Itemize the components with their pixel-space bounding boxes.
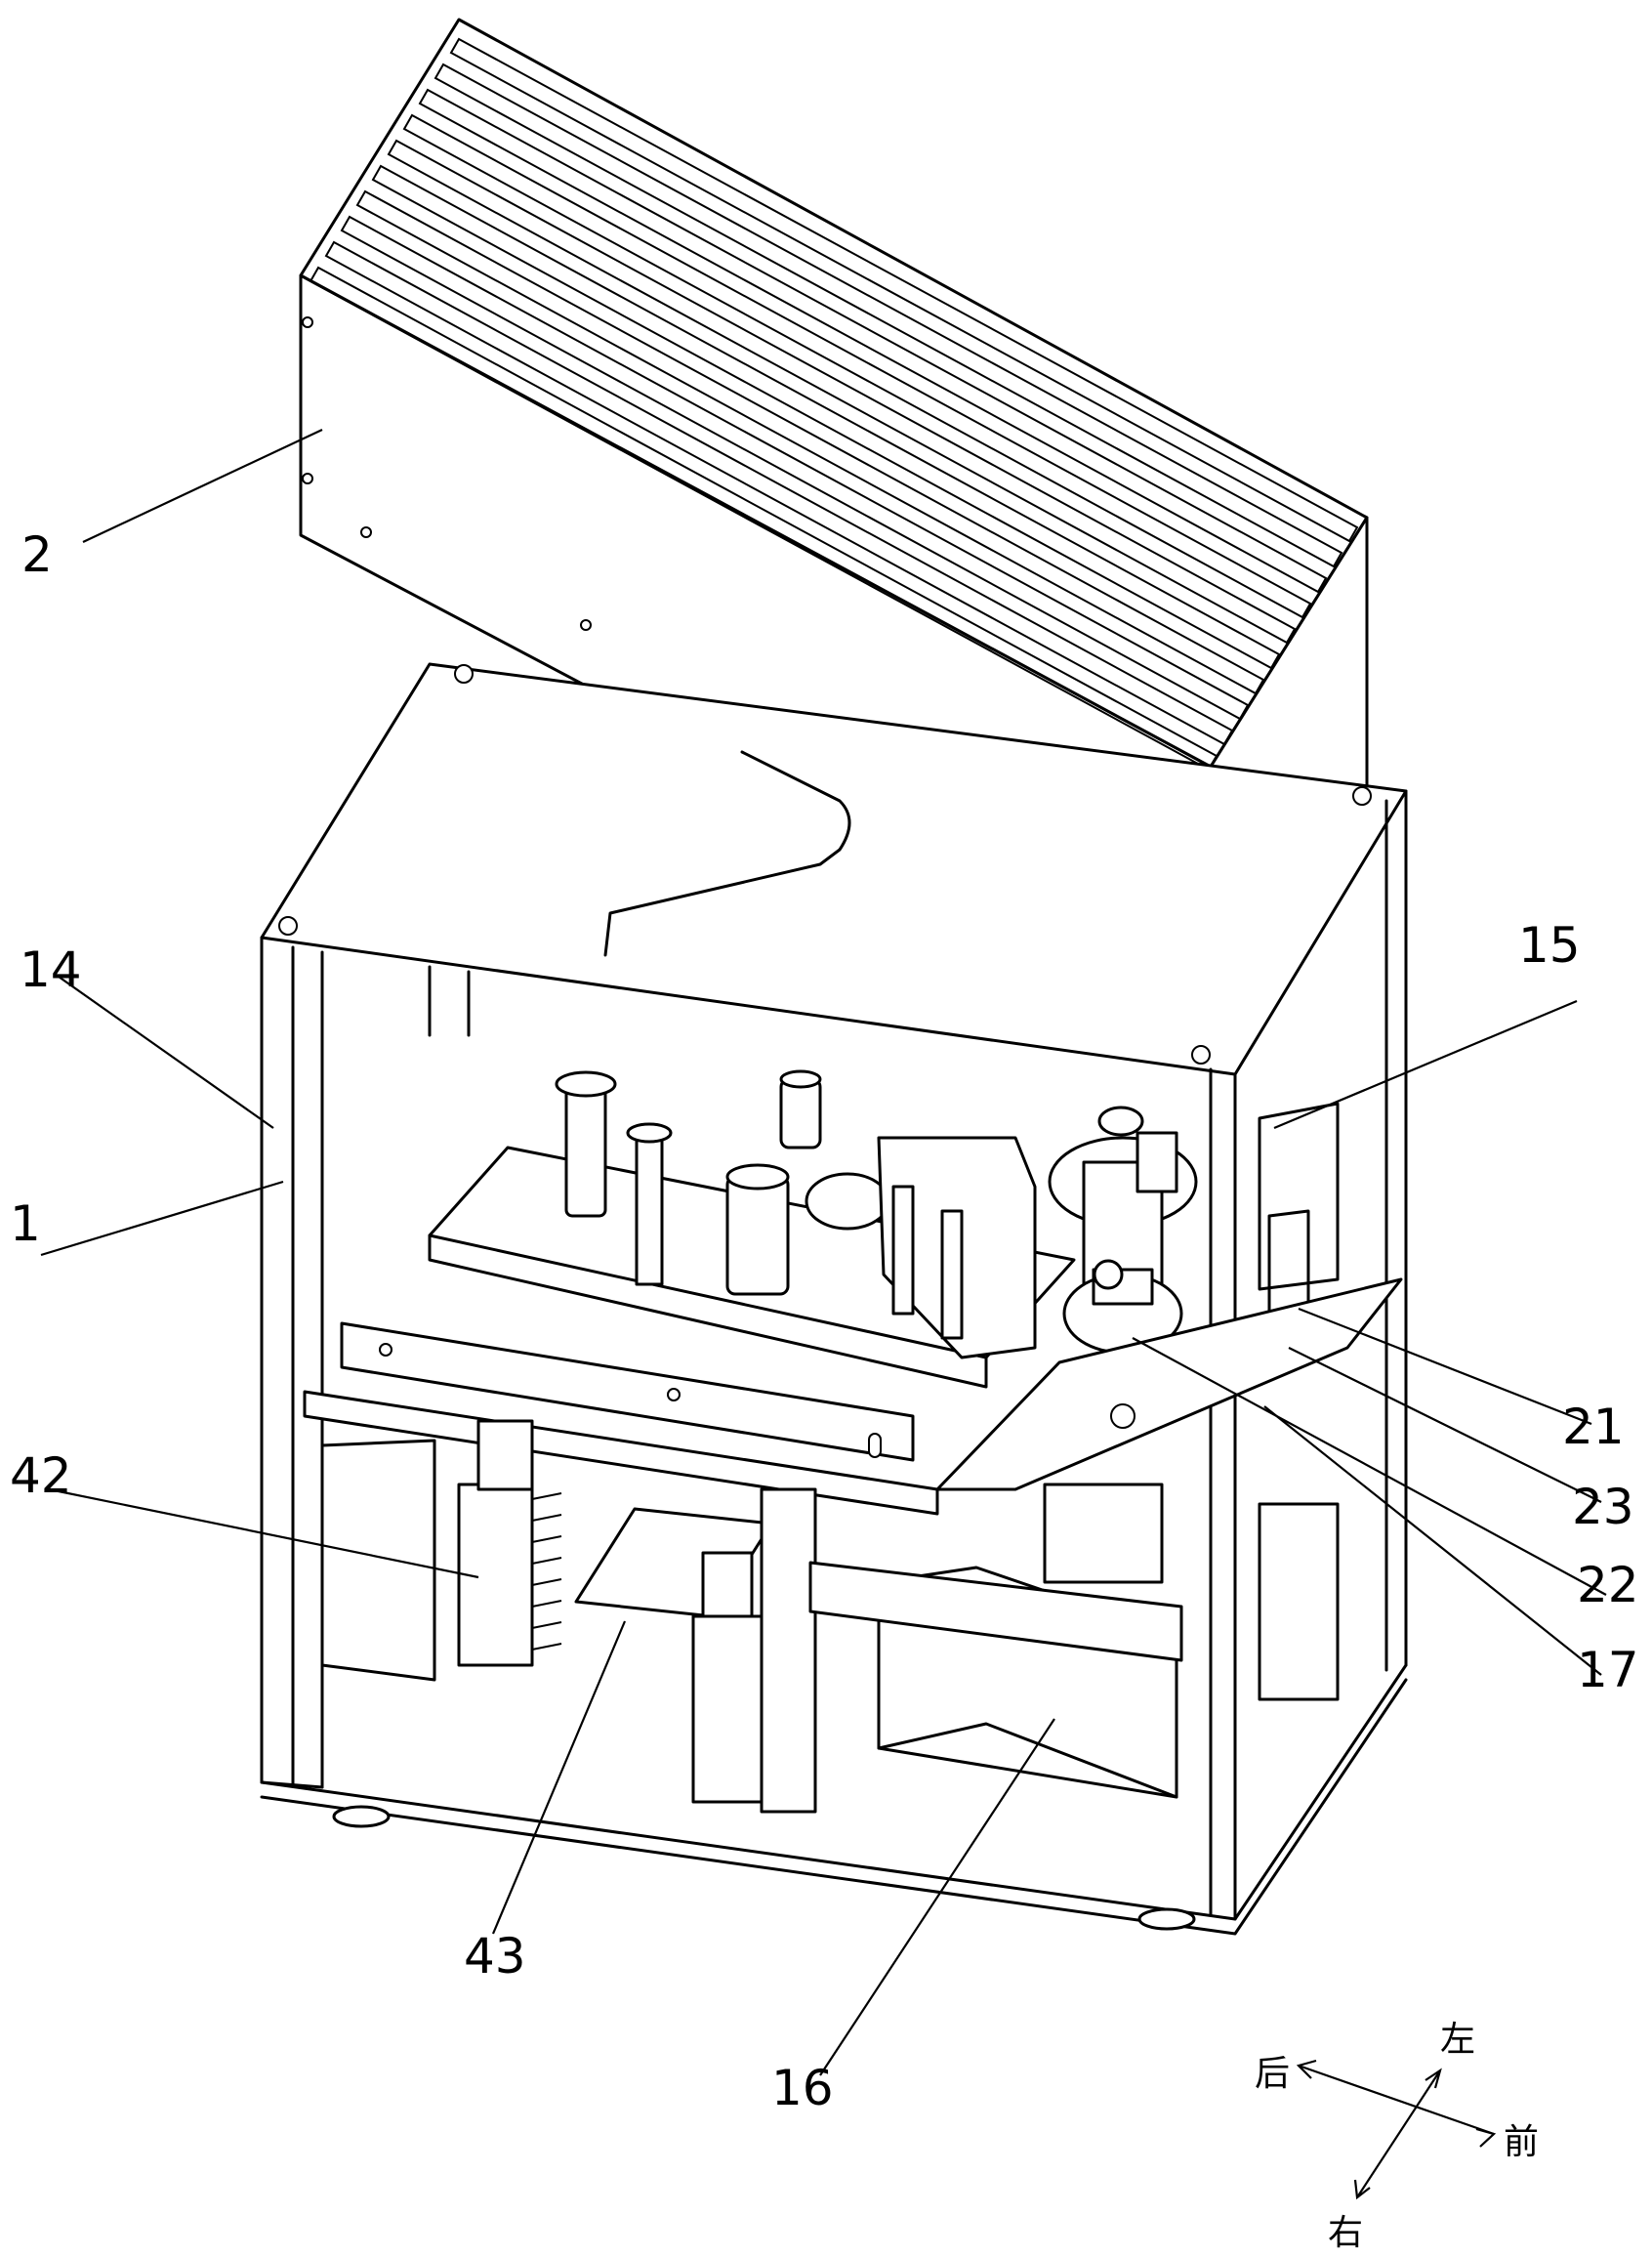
rivet — [303, 317, 312, 327]
callout-43: 43 — [464, 1928, 526, 1985]
callout-21: 21 — [1562, 1399, 1625, 1455]
heatsink-fin — [532, 1644, 561, 1650]
heatsink-fin — [532, 1515, 561, 1521]
callout-42: 42 — [10, 1447, 72, 1504]
callout-1: 1 — [10, 1195, 41, 1252]
rivet — [361, 527, 371, 537]
callout-14: 14 — [20, 941, 82, 998]
labeling-platform-part-14 — [430, 1071, 1074, 1387]
callout-23: 23 — [1572, 1479, 1634, 1535]
direction-front: 前 — [1504, 2122, 1539, 2162]
heatsink-fin — [532, 1493, 561, 1499]
heatsink-fin — [532, 1622, 561, 1628]
callout-16: 16 — [771, 2060, 834, 2116]
callout-22: 22 — [1577, 1557, 1639, 1613]
orientation-compass: 左 后 前 右 — [1255, 2020, 1539, 2253]
heatsink-fin — [532, 1536, 561, 1542]
heatsink-fin — [532, 1558, 561, 1564]
callout-17: 17 — [1577, 1642, 1639, 1698]
rivet — [581, 620, 591, 630]
direction-right: 右 — [1328, 2213, 1363, 2253]
heatsink-fin — [532, 1579, 561, 1585]
direction-back: 后 — [1255, 2054, 1290, 2094]
rivet — [303, 474, 312, 483]
callout-15: 15 — [1518, 917, 1581, 974]
heatsink-fin — [532, 1601, 561, 1607]
direction-left: 左 — [1440, 2020, 1475, 2060]
callout-2: 2 — [21, 526, 53, 583]
